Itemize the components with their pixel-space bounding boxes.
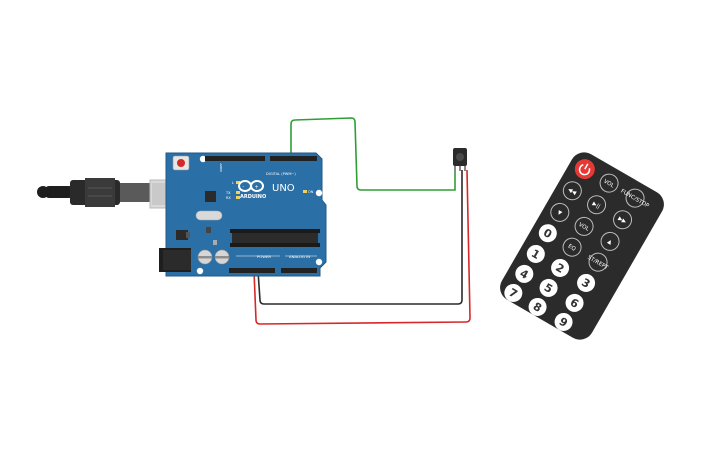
pin-labels-top: IOREF (219, 163, 223, 172)
arduino-board[interactable]: DIGITAL (PWM~) IOREF L TX RX ON - + ARDU… (159, 152, 327, 277)
svg-text:▶▶: ▶▶ (617, 216, 628, 226)
signal-wire[interactable] (290, 117, 456, 191)
power-icon (578, 163, 591, 176)
svg-text:-: - (243, 184, 245, 190)
power-jack (159, 248, 191, 272)
remote-btn-st-rept[interactable]: ST/REPT (584, 249, 613, 276)
svg-text:▲: ▲ (606, 239, 613, 247)
svg-text:+: + (255, 185, 259, 191)
remote-btn-0[interactable]: 0 (536, 221, 561, 246)
ir-receiver[interactable] (453, 148, 467, 171)
analog-header (281, 268, 317, 273)
brand-label: ARDUINO (240, 194, 266, 200)
digital-header (205, 156, 317, 161)
remote-btn-7[interactable]: 7 (501, 281, 526, 306)
svg-text:EQ: EQ (567, 244, 577, 253)
remote-btn-1[interactable]: 1 (524, 242, 549, 267)
remote-btn-up[interactable]: ▲ (598, 229, 623, 254)
svg-text:▶||: ▶|| (591, 201, 601, 210)
remote-btn-3[interactable]: 3 (574, 271, 599, 296)
power-header (229, 268, 275, 273)
rx-led-label: RX (226, 196, 231, 200)
remote-btn-8[interactable]: 8 (525, 295, 550, 320)
l-led-label: L (232, 181, 234, 185)
remote-btn-vol-up[interactable]: VOL (597, 171, 622, 196)
reset-button-icon[interactable] (172, 155, 190, 171)
remote-btn-eq[interactable]: EQ (560, 235, 585, 260)
svg-text:VOL: VOL (577, 222, 590, 233)
infinity-logo-icon: - + (238, 180, 264, 192)
remote-btn-next[interactable]: ▶▶ (610, 207, 635, 232)
remote-btn-4[interactable]: 4 (512, 262, 537, 287)
svg-text:◀◀: ◀◀ (567, 187, 578, 197)
remote-btn-down[interactable]: ▼ (548, 200, 573, 225)
remote-btn-func-stop[interactable]: FUNC/STOP (617, 182, 654, 214)
tx-led-label: TX (225, 191, 231, 195)
svg-text:VOL: VOL (602, 179, 615, 190)
power-label: POWER (257, 254, 271, 259)
vcc-wire[interactable] (253, 169, 471, 325)
digital-label: DIGITAL (PWM~) (266, 172, 296, 176)
remote-btn-prev[interactable]: ◀◀ (560, 178, 585, 203)
model-label: UNO (272, 183, 295, 194)
wires (253, 117, 471, 325)
remote-btn-9[interactable]: 9 (551, 310, 576, 335)
ground-wire[interactable] (257, 170, 463, 305)
remote-btn-5[interactable]: 5 (536, 276, 561, 301)
usb-cable-icon[interactable] (37, 178, 189, 209)
remote-btn-vol-down[interactable]: VOL (572, 214, 597, 239)
remote-btn-6[interactable]: 6 (562, 291, 587, 316)
atmega-chip (230, 229, 320, 247)
remote-btn-2[interactable]: 2 (548, 256, 573, 281)
power-button[interactable] (571, 155, 598, 182)
on-led-label: ON (308, 190, 314, 194)
analog-label: ANALOG IN (289, 254, 310, 259)
remote-btn-play-pause[interactable]: ▶|| (584, 192, 609, 217)
ir-remote[interactable]: VOL FUNC/STOP ◀◀ ▶|| ▶▶ ▼ VOL ▲ (495, 147, 669, 344)
ioref-label: IOREF (219, 163, 223, 172)
svg-text:▼: ▼ (556, 210, 563, 218)
